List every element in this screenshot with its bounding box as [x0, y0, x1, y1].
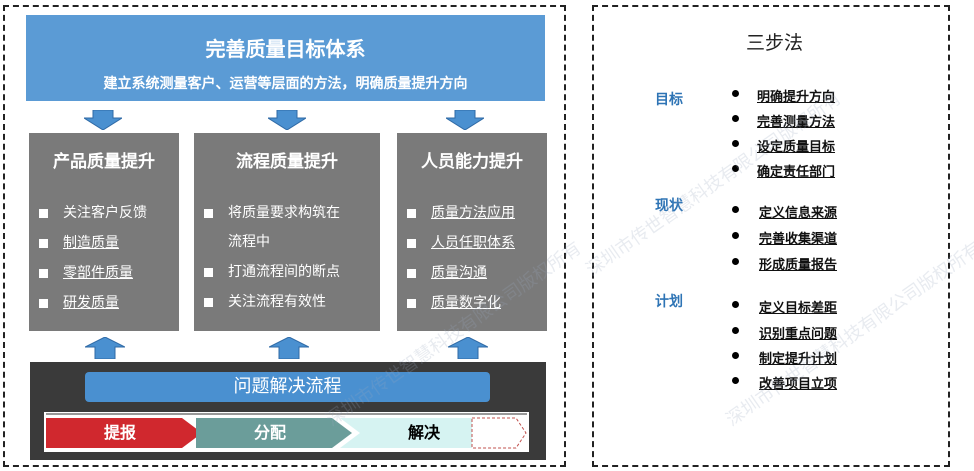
down-arrow-icon	[84, 110, 122, 130]
column-process-quality: 流程质量提升 将质量要求构筑在流程中 打通流程间的断点 关注流程有效性	[194, 133, 380, 331]
goal-item: 完善测量方法	[757, 115, 836, 130]
banner-subtitle: 建立系统测量客户、运营等层面的方法，明确质量提升方向	[103, 76, 468, 92]
goal-item: 明确提升方向	[757, 90, 836, 105]
list-item: 零部件质量	[39, 266, 147, 281]
plan-item: 定义目标差距	[759, 301, 838, 316]
step-report	[46, 418, 202, 448]
list-item: 打通流程间的断点	[204, 265, 340, 280]
column-people-capability: 人员能力提升 质量方法应用 人员任职体系 质量沟通 质量数字化	[397, 133, 547, 331]
up-arrow-icon	[448, 337, 488, 359]
group-label-plan: 计划	[655, 294, 683, 310]
bullet-dot	[732, 90, 739, 97]
status-item: 定义信息来源	[759, 206, 838, 221]
plan-item: 制定提升计划	[759, 352, 838, 367]
bullet-dot	[732, 206, 739, 213]
goal-item: 设定质量目标	[757, 140, 836, 155]
bullet-dot	[732, 232, 739, 239]
step-label: 分配	[254, 423, 286, 442]
list-item: 质量方法应用	[407, 206, 515, 221]
column-title: 产品质量提升	[53, 152, 155, 172]
bullet-dot	[732, 352, 739, 359]
bullet-dot	[732, 115, 739, 122]
left-panel	[3, 5, 566, 467]
bullet-dot	[732, 301, 739, 308]
down-arrow-icon	[446, 110, 484, 130]
list-item: 关注流程有效性	[204, 295, 340, 310]
column-list: 将质量要求构筑在流程中 打通流程间的断点 关注流程有效性	[204, 206, 340, 325]
bullet-dot	[732, 327, 739, 334]
process-flow: 提报 分配 解决	[44, 412, 529, 452]
three-step-title: 三步法	[746, 32, 804, 54]
list-item: 关注客户反馈	[39, 206, 147, 221]
list-item: 制造质量	[39, 236, 147, 251]
column-title: 人员能力提升	[421, 152, 523, 172]
up-arrow-icon	[269, 337, 309, 359]
bullet-dot	[732, 258, 739, 265]
bullet-dot	[732, 165, 739, 172]
list-item: 人员任职体系	[407, 236, 515, 251]
process-title: 问题解决流程	[85, 372, 490, 402]
down-arrow-icon	[268, 110, 306, 130]
bullet-dot	[732, 140, 739, 147]
bullet-dot	[732, 377, 739, 384]
column-product-quality: 产品质量提升 关注客户反馈 制造质量 零部件质量 研发质量	[29, 133, 179, 331]
list-item: 质量沟通	[407, 266, 515, 281]
goal-item: 确定责任部门	[757, 165, 836, 180]
step-label: 解决	[408, 423, 441, 442]
banner-title: 完善质量目标体系	[205, 37, 366, 61]
step-next	[471, 417, 527, 449]
column-title: 流程质量提升	[236, 152, 338, 172]
status-item: 完善收集渠道	[759, 232, 838, 247]
up-arrow-icon	[85, 337, 125, 359]
group-label-status: 现状	[655, 198, 683, 214]
step-assign	[196, 418, 352, 448]
group-label-goal: 目标	[655, 92, 683, 108]
column-list: 关注客户反馈 制造质量 零部件质量 研发质量	[39, 206, 147, 326]
status-item: 形成质量报告	[759, 258, 838, 273]
column-list: 质量方法应用 人员任职体系 质量沟通 质量数字化	[407, 206, 515, 326]
list-item: 研发质量	[39, 296, 147, 311]
list-item: 质量数字化	[407, 296, 515, 311]
problem-solving-block: 问题解决流程 提报 分配 解决	[30, 362, 546, 460]
plan-item: 识别重点问题	[759, 327, 838, 342]
right-panel	[592, 5, 950, 467]
top-banner: 完善质量目标体系 建立系统测量客户、运营等层面的方法，明确质量提升方向	[26, 15, 545, 101]
step-resolve	[340, 418, 472, 448]
step-label: 提报	[104, 423, 136, 442]
list-item: 将质量要求构筑在流程中	[204, 206, 340, 250]
plan-item: 改善项目立项	[759, 377, 838, 392]
